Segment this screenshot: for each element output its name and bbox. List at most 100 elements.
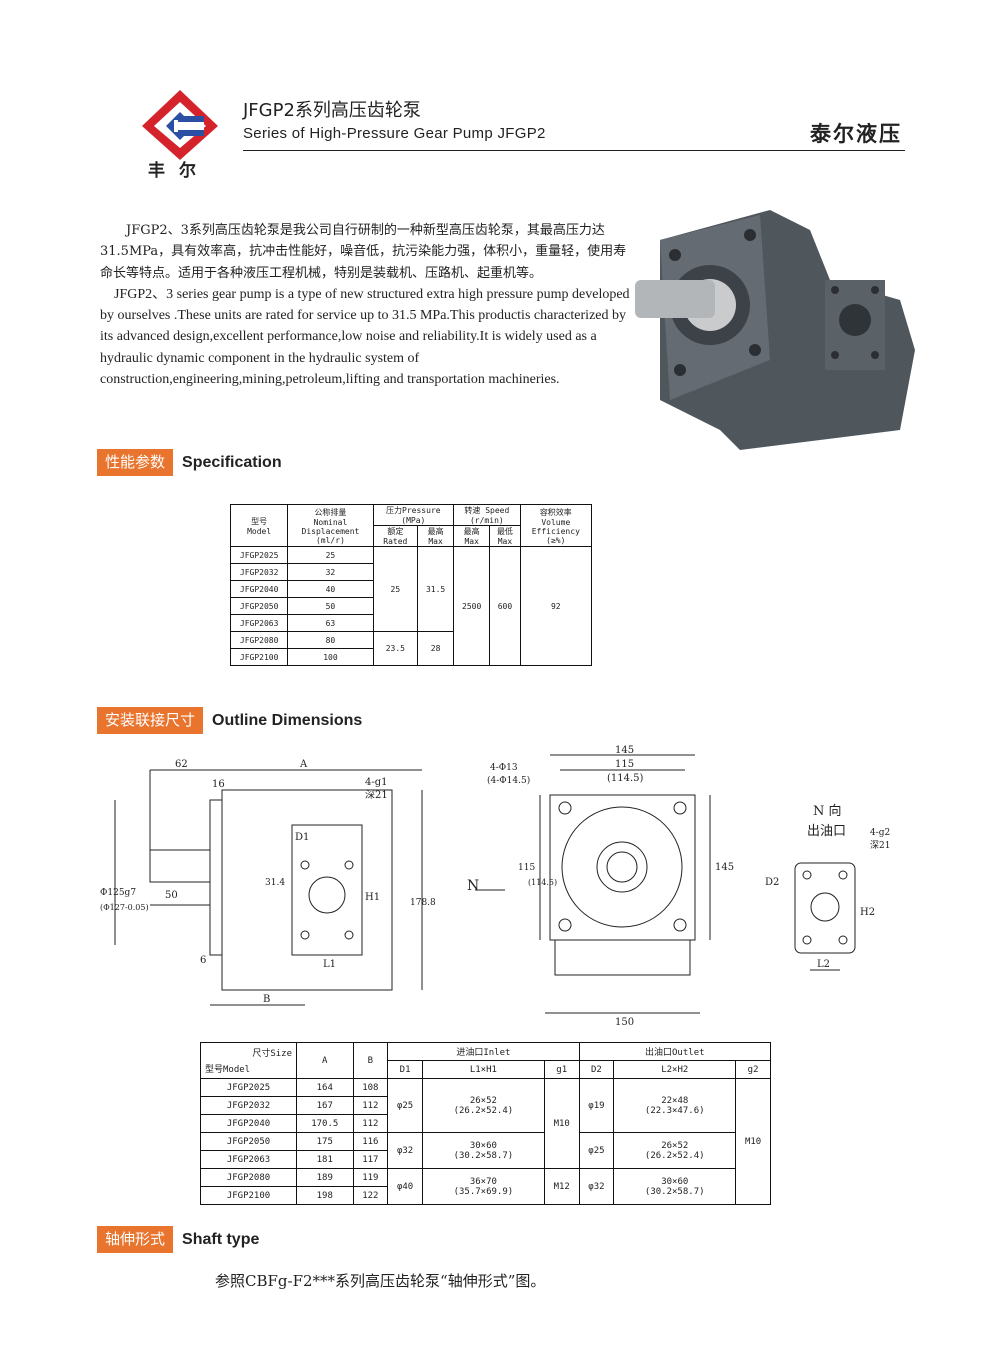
table-row: JFGP2025 25 25 31.5 2500 600 92: [229, 546, 593, 666]
section-spec: 性能参数 Specification: [97, 449, 282, 476]
cell-A: 189: [296, 1168, 354, 1187]
table-row: JFGP2063 181 117: [200, 1150, 771, 1169]
intro-en: JFGP2、3 series gear pump is a type of ne…: [100, 286, 630, 388]
dim-N-dir: N 向: [813, 803, 842, 819]
table-row: JFGP2050 175 116 φ32 30×60 (30.2×58.7) φ…: [200, 1132, 771, 1169]
table-row: JFGP2080 80 23.5 28: [229, 631, 592, 666]
th-speed-max: 最高 Max: [453, 525, 491, 547]
th-speed: 转速 Speed (r/min): [453, 504, 521, 526]
cell-B: 119: [352, 1168, 389, 1187]
cell-eff: 92: [519, 546, 593, 666]
cell-rated-b: 23.5: [372, 631, 419, 666]
cell-D1: φ32: [387, 1132, 423, 1169]
cell-D2: φ25: [578, 1132, 615, 1169]
th-pressure: 压力Pressure (MPa): [372, 504, 455, 526]
dim-B: B: [263, 994, 270, 1005]
th-D1: D1: [387, 1060, 423, 1079]
th-L2H2: L2×H2: [613, 1060, 737, 1079]
section-spec-en: Specification: [182, 453, 282, 471]
cell-model: JFGP2050: [229, 597, 289, 615]
n-view-drawing: [794, 862, 856, 971]
table-row: JFGP2032 167 112: [200, 1096, 771, 1115]
cell-model: JFGP2063: [229, 614, 289, 632]
cell-B: 117: [352, 1150, 389, 1169]
th-displacement: 公称排量 Nominal Displacement (ml/r): [287, 504, 374, 547]
dim-62: 62: [175, 759, 188, 770]
dim-L2: L2: [817, 959, 830, 970]
cell-L2H2: 30×60 (30.2×58.7): [613, 1168, 737, 1205]
outline-drawings: 62 A 16 4-g1 深21 D1 Φ125g7 (Φ127-0.05) 5…: [95, 745, 915, 1030]
dim-4g2: 4-g2: [870, 828, 890, 838]
th-A: A: [296, 1042, 354, 1079]
cell-model: JFGP2100: [200, 1186, 297, 1205]
cell-g1: M10: [543, 1078, 580, 1169]
cell-A: 164: [296, 1078, 354, 1097]
cell-model: JFGP2025: [229, 546, 289, 564]
th-D2: D2: [578, 1060, 615, 1079]
dim-outlet: 出油口: [807, 824, 846, 839]
th-speed-min: 最低 Max: [489, 525, 521, 547]
th-g2: g2: [735, 1060, 771, 1079]
dim-N: N: [467, 878, 479, 894]
cell-disp: 80: [287, 631, 374, 649]
cell-L1H1: 36×70 (35.7×69.9): [421, 1168, 545, 1205]
cell-disp: 25: [287, 546, 374, 564]
cell-g1: M12: [543, 1168, 580, 1205]
dim-145-right: 145: [715, 862, 734, 873]
cell-model: JFGP2040: [229, 580, 289, 598]
cell-B: 112: [352, 1096, 389, 1115]
cell-model: JFGP2025: [200, 1078, 297, 1097]
pump-photo: [630, 200, 920, 460]
cell-D2: φ32: [578, 1168, 615, 1205]
section-outline-cn: 安装联接尺寸: [97, 707, 204, 734]
th-model: 型号 Model: [229, 504, 289, 547]
th-inlet: 进油口Inlet: [387, 1042, 580, 1061]
cell-disp: 100: [287, 648, 374, 666]
dim-deep21b: 深21: [870, 840, 890, 851]
company-logo: 丰尔: [140, 88, 220, 181]
dim-L1: L1: [323, 959, 336, 970]
cell-disp: 40: [287, 580, 374, 598]
intro-cn: JFGP2、3系列高压齿轮泵是我公司自行研制的一种新型高压齿轮泵，其最高压力达3…: [100, 223, 627, 281]
dim-H1: H1: [365, 892, 380, 903]
cell-A: 181: [296, 1150, 354, 1169]
cell-disp: 32: [287, 563, 374, 581]
table-row: JFGP2100 198 122: [200, 1186, 771, 1205]
section-shaft-en: Shaft type: [182, 1230, 260, 1248]
th-size-model: 尺寸Size 型号Model: [200, 1042, 297, 1079]
cell-B: 116: [352, 1132, 389, 1151]
dim-phi125: Φ125g7: [100, 888, 136, 898]
cell-A: 175: [296, 1132, 354, 1151]
cell-B: 122: [352, 1186, 389, 1205]
dim-phi127: (Φ127-0.05): [100, 903, 149, 912]
th-rated: 额定 Rated: [372, 525, 419, 547]
dim-114-5-v: (114.5): [528, 878, 557, 887]
dim-4phi14: (4-Φ14.5): [487, 775, 530, 786]
side-view-drawing: [114, 769, 423, 1006]
cell-model: JFGP2080: [229, 631, 289, 649]
cell-B: 112: [352, 1114, 389, 1133]
dim-deep21: 深21: [365, 789, 388, 801]
table-row: JFGP2080 189 119 φ40 36×70 (35.7×69.9) M…: [200, 1168, 771, 1205]
dim-50: 50: [165, 890, 178, 901]
cell-max-a: 31.5: [417, 546, 455, 632]
cell-A: 198: [296, 1186, 354, 1205]
cell-disp: 50: [287, 597, 374, 615]
dim-4g1: 4-g1: [365, 777, 388, 788]
cell-model: JFGP2063: [200, 1150, 297, 1169]
brand-name: 泰尔液压: [810, 121, 902, 146]
dim-4phi13: 4-Φ13: [490, 763, 518, 773]
cell-speed-min: 600: [489, 546, 521, 666]
dim-31-4: 31.4: [265, 878, 285, 888]
section-shaft-cn: 轴伸形式: [97, 1226, 174, 1253]
dim-H2: H2: [860, 907, 875, 918]
cell-g2: M10: [735, 1078, 771, 1205]
dim-145-top: 145: [615, 745, 634, 756]
dim-115-v: 115: [518, 863, 535, 873]
dim-16: 16: [212, 779, 225, 790]
title-en: Series of High-Pressure Gear Pump JFGP2: [243, 125, 546, 142]
section-outline: 安装联接尺寸 Outline Dimensions: [97, 707, 362, 734]
cell-model: JFGP2032: [200, 1096, 297, 1115]
